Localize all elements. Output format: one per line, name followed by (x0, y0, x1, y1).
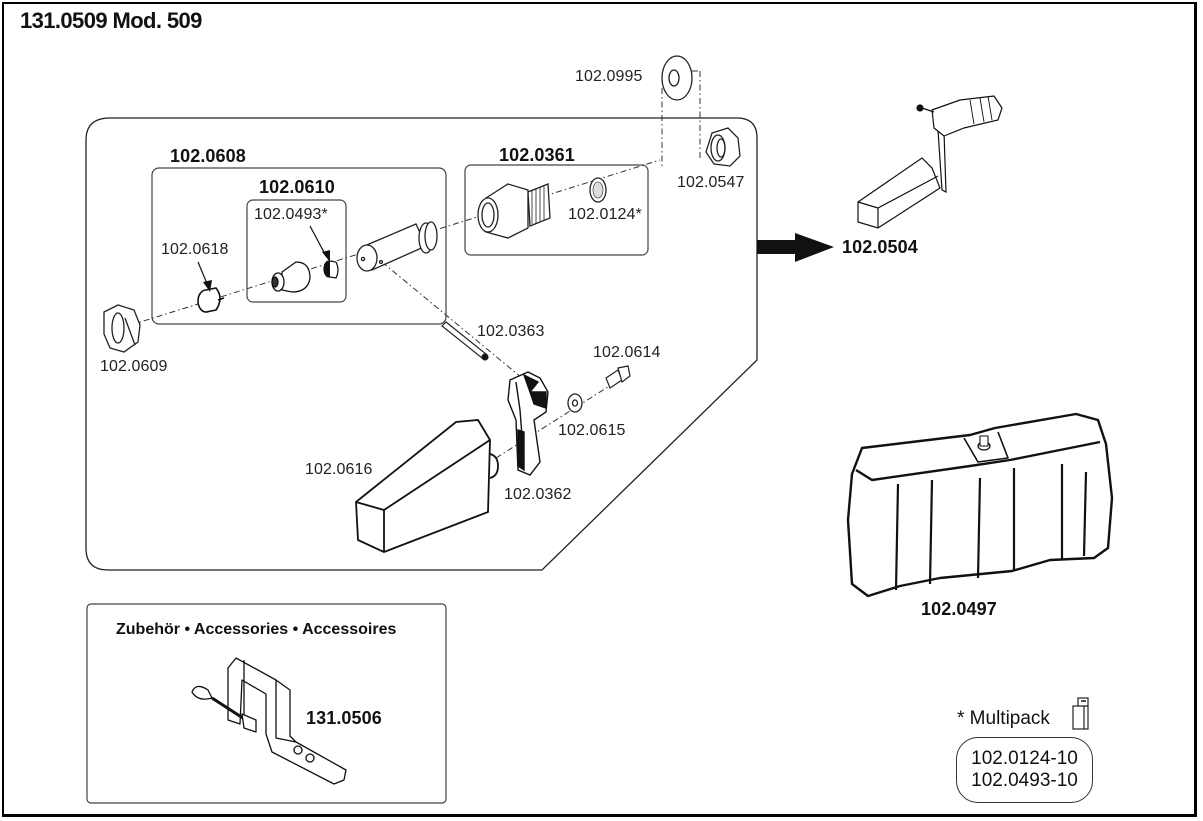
accessory-label-0506[interactable]: 131.0506 (306, 708, 382, 728)
lever-0362-icon (507, 371, 549, 476)
package-icon (1072, 697, 1089, 730)
part-label-0609[interactable]: 102.0609 (100, 358, 168, 375)
part-label-0363[interactable]: 102.0363 (477, 323, 545, 340)
part-label-0547[interactable]: 102.0547 (677, 174, 745, 191)
part-label-0615[interactable]: 102.0615 (558, 422, 626, 439)
group-box-0610 (246, 199, 347, 303)
multipack-list: 102.0124-10 102.0493-10 (956, 737, 1093, 803)
part-label-0616[interactable]: 102.0616 (305, 461, 373, 478)
pin-0363-icon (441, 321, 489, 361)
accessories-title: Zubehör • Accessories • Accessoires (116, 621, 397, 638)
group-box-0608 (151, 167, 447, 325)
tank-label-0497[interactable]: 102.0497 (921, 599, 997, 619)
screw-0614-icon (605, 365, 631, 389)
float-0616-icon (355, 419, 499, 553)
cartridge-0610-icon (271, 261, 311, 293)
tank-0497-icon (846, 412, 1114, 598)
multipack-heading: * Multipack (957, 708, 1050, 729)
washer-0995-icon (661, 55, 693, 101)
part-label-0124[interactable]: 102.0124* (568, 206, 642, 223)
fitting-0361-icon (477, 183, 551, 239)
multipack-item[interactable]: 102.0124-10 (971, 748, 1078, 769)
accessories-box (86, 603, 447, 804)
nut-0609-icon (103, 304, 141, 353)
nut-0547-icon (705, 127, 741, 167)
ring-0493-icon (323, 260, 339, 279)
clamp-0506-icon (191, 657, 347, 785)
arrow-right-icon (757, 233, 834, 262)
assembly-label-0610[interactable]: 102.0610 (259, 177, 335, 197)
pipe-body-icon (356, 221, 438, 272)
cap-0618-icon (197, 287, 225, 313)
part-label-0493[interactable]: 102.0493* (254, 206, 328, 223)
group-box-0361 (464, 164, 649, 256)
part-label-0614[interactable]: 102.0614 (593, 344, 661, 361)
complete-valve-0504-icon (857, 95, 1003, 229)
part-label-0995[interactable]: 102.0995 (575, 68, 643, 85)
assembly-label-0608[interactable]: 102.0608 (170, 146, 246, 166)
filter-0124-icon (589, 177, 607, 203)
main-assembly-outline (85, 117, 758, 571)
part-label-0618[interactable]: 102.0618 (161, 241, 229, 258)
assembly-label-0361[interactable]: 102.0361 (499, 145, 575, 165)
multipack-item[interactable]: 102.0493-10 (971, 770, 1078, 791)
replacement-label-0504[interactable]: 102.0504 (842, 237, 918, 257)
washer-0615-icon (567, 393, 583, 413)
page-title: 131.0509 Mod. 509 (20, 8, 202, 33)
part-label-0362[interactable]: 102.0362 (504, 486, 572, 503)
